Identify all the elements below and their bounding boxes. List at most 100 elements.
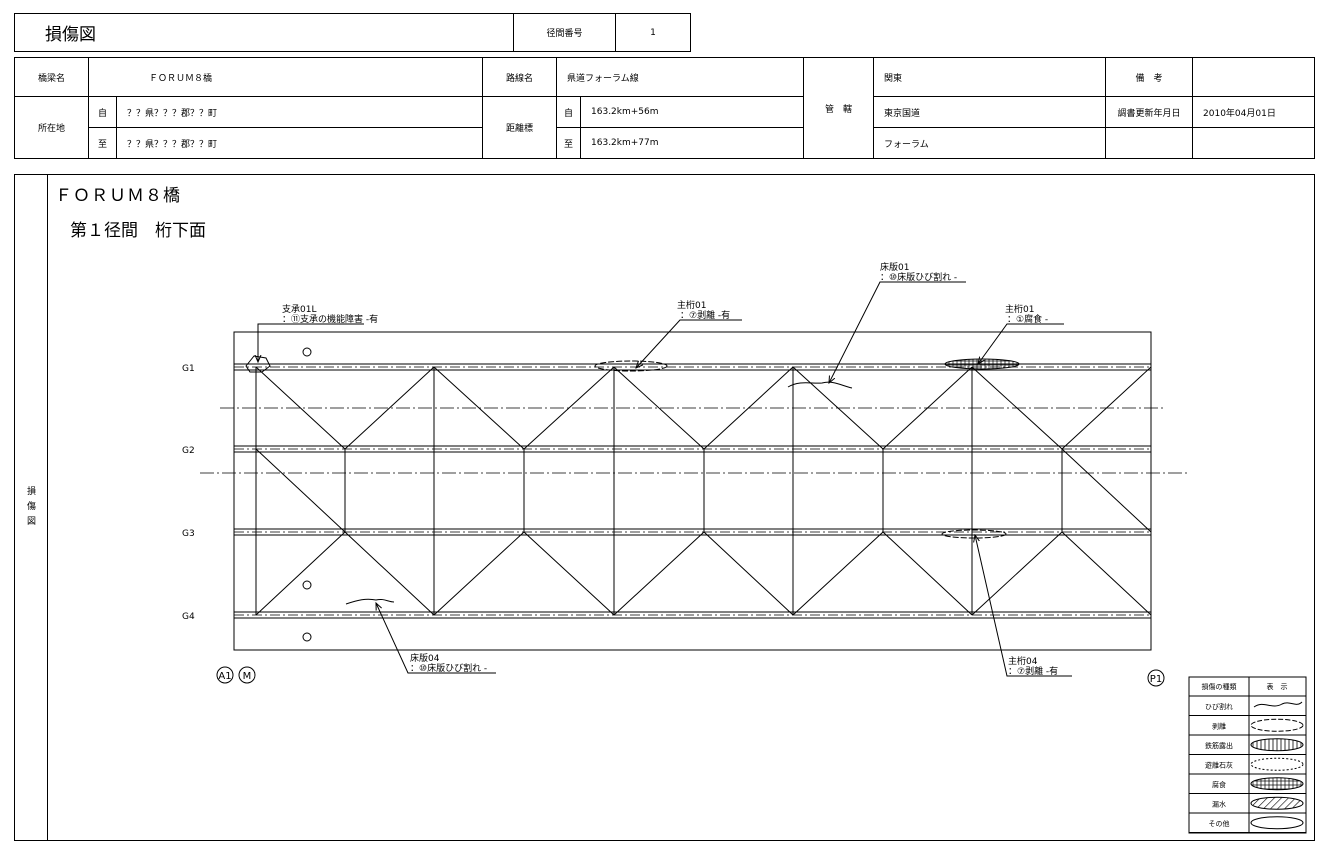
deck-outline <box>233 331 1152 651</box>
lateral-brace <box>1061 531 1152 616</box>
lateral-brace <box>703 366 794 450</box>
lateral-brace <box>882 366 973 450</box>
drawing-frame: 損傷図 <box>14 174 1315 841</box>
girder-labels: G1 G2 G3 G4 <box>182 364 195 622</box>
span-number-value: 1 <box>615 13 691 52</box>
office-name: 東京国道 <box>873 96 1107 128</box>
sidebar-label: 損傷図 <box>15 485 48 530</box>
drain-hole <box>302 632 312 642</box>
header-table: 損傷図 径間番号 1 <box>14 13 691 52</box>
bracing <box>255 366 1152 616</box>
lateral-brace <box>344 366 435 450</box>
lateral-brace <box>882 531 973 616</box>
legend-item-label: 剥離 <box>1212 722 1226 731</box>
note-line1: 床版04 <box>410 652 440 664</box>
legend-symbol-crack <box>1253 701 1303 708</box>
blank-cell-a <box>1105 127 1194 159</box>
note-line1: 主桁01 <box>677 299 706 311</box>
note-line1: 主桁04 <box>1008 655 1038 667</box>
lateral-brace <box>1061 366 1152 450</box>
girder-label: G1 <box>182 364 195 374</box>
office-sub: フォーラム <box>873 127 1107 159</box>
lateral-brace <box>255 366 346 450</box>
lateral-brace <box>523 366 615 450</box>
damage-spalling-marker-g3 <box>941 529 1007 539</box>
legend-symbol <box>1250 816 1304 830</box>
sheet-title: 損傷図 <box>14 13 514 52</box>
legend-item-label: 腐食 <box>1212 780 1226 789</box>
legend-item-label: ひび割れ <box>1205 702 1233 711</box>
support-markers: A1 M P1 <box>216 666 1165 687</box>
lateral-brace <box>613 531 705 616</box>
remarks-label: 備 考 <box>1105 57 1194 97</box>
support-m: M <box>243 671 252 682</box>
damage-crack-01 <box>787 381 853 389</box>
note-line2: ：⑦剥離 -有 <box>680 309 730 321</box>
lateral-brace <box>703 531 794 616</box>
note-line2: ：⑩床版ひび割れ - <box>880 271 957 283</box>
lateral-brace <box>971 366 1063 450</box>
legend-symbol <box>1250 757 1304 771</box>
location-to: ？？県？？？郡？？町 <box>115 127 484 159</box>
support-p1: P1 <box>1150 674 1162 685</box>
span-number-label: 径間番号 <box>513 13 616 52</box>
lateral-brace <box>433 366 525 450</box>
sidebar-label-char: 損 <box>26 487 36 497</box>
note-line2: ：⑦剥離 -有 <box>1008 665 1058 677</box>
note-line1: 主桁01 <box>1005 303 1034 315</box>
lateral-brace <box>433 531 525 616</box>
damage-bearing-marker <box>245 355 271 373</box>
leader-lines <box>258 281 1072 677</box>
note-line2: ：⑪支承の機能障害 -有 <box>282 313 378 325</box>
end-diagonal <box>1061 448 1152 533</box>
legend-symbol <box>1250 796 1304 810</box>
girder-label: G2 <box>182 446 195 456</box>
blank-cell-b <box>1192 127 1315 159</box>
lateral-brace <box>523 531 615 616</box>
location-from: ？？県？？？郡？？町 <box>115 96 484 128</box>
damage-corrosion-marker <box>944 358 1020 370</box>
info-table: 橋梁名 ＦＯＲＵＭ８橋 路線名 県道フォーラム線 管 轄 関東 備 考 所在地 … <box>14 57 1315 159</box>
damage-notes: 支承01L ：⑪支承の機能障害 -有 主桁01 ：⑦剥離 -有 床版01 ：⑩床… <box>282 261 1058 677</box>
note-line2: ：①腐食 - <box>1007 313 1048 325</box>
note-line1: 床版01 <box>880 261 909 273</box>
legend-item-label: 鉄筋露出 <box>1205 741 1233 750</box>
drain-hole <box>302 580 312 590</box>
lateral-brace <box>792 366 884 450</box>
legend-item-label: 遊離石灰 <box>1205 761 1233 770</box>
girders <box>234 363 1151 619</box>
remarks-value <box>1192 57 1315 97</box>
damage-spalling-marker <box>594 360 668 372</box>
drawing-sidebar: 損傷図 <box>15 175 48 840</box>
legend-symbol <box>1250 777 1304 791</box>
location-label: 所在地 <box>14 96 89 159</box>
bridge-name: ＦＯＲＵＭ８橋 <box>87 57 484 97</box>
legend-item-label: その他 <box>1209 819 1230 828</box>
lateral-brace <box>971 531 1063 616</box>
note-line2: ：⑩床版ひび割れ - <box>410 662 487 674</box>
lateral-brace <box>344 531 435 616</box>
girder-label: G4 <box>182 612 195 622</box>
damage-crack-04 <box>345 598 395 605</box>
drawing-subtitle: 第１径間 桁下面 <box>70 221 206 241</box>
distance-from: 163.2km+56m <box>580 96 805 128</box>
legend-symbol <box>1250 738 1304 752</box>
girder-label: G3 <box>182 529 195 539</box>
survey-date-label: 調書更新年月日 <box>1105 96 1194 128</box>
legend-item-label: 漏水 <box>1212 800 1226 809</box>
support-a1: A1 <box>218 671 231 682</box>
legend-symbol <box>1250 718 1304 732</box>
end-diagonal <box>255 448 346 533</box>
lateral-brace <box>792 531 884 616</box>
legend-header-type: 損傷の種類 <box>1202 682 1237 691</box>
route-label: 路線名 <box>482 57 558 97</box>
note-line1: 支承01L <box>282 303 316 315</box>
lateral-brace <box>255 531 346 616</box>
distance-label: 距離標 <box>482 96 558 159</box>
sidebar-label-char: 傷 <box>26 502 36 512</box>
sidebar-label-char: 図 <box>26 517 36 527</box>
legend-header-display: 表 示 <box>1267 682 1288 691</box>
drawing-title: ＦＯＲＵＭ８橋 <box>55 186 181 206</box>
